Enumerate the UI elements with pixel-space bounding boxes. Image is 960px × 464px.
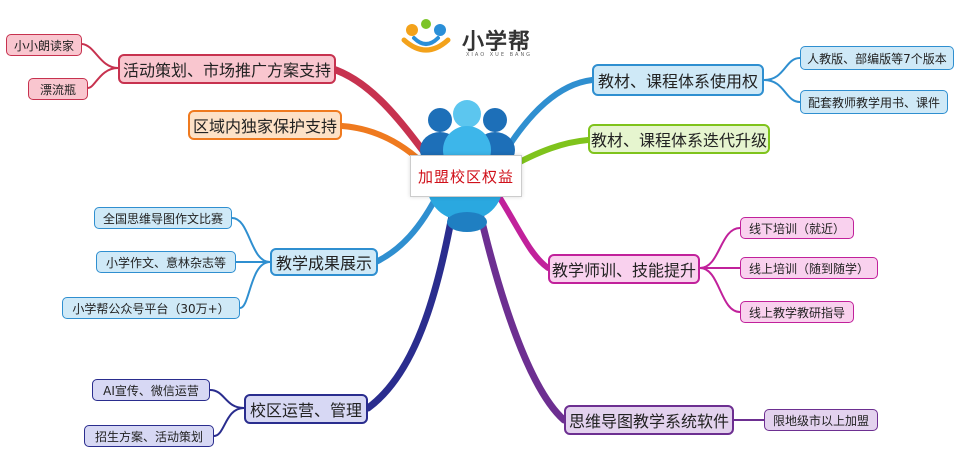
subline-achievement-1 bbox=[231, 217, 271, 263]
subline-operation-1 bbox=[209, 389, 245, 409]
branch-upgrade[interactable]: 教材、课程体系迭代升级 bbox=[588, 124, 770, 154]
branch-activity[interactable]: 活动策划、市场推广方案支持 bbox=[118, 54, 336, 84]
branch-protection[interactable]: 区域内独家保护支持 bbox=[188, 110, 342, 140]
branch-line-software bbox=[474, 201, 568, 424]
branch-software[interactable]: 思维导图教学系统软件 bbox=[564, 405, 734, 435]
subline-training-3 bbox=[699, 267, 741, 313]
leaf-achievement-3[interactable]: 小学帮公众号平台（30万+） bbox=[62, 297, 240, 319]
logo-name: 小学帮 bbox=[462, 30, 532, 55]
center-node[interactable]: 加盟校区权益 bbox=[410, 155, 522, 197]
leaf-training-3[interactable]: 线上教学教研指导 bbox=[740, 301, 854, 323]
branch-training[interactable]: 教学师训、技能提升 bbox=[548, 254, 700, 284]
leaf-software-1[interactable]: 限地级市以上加盟 bbox=[764, 409, 878, 431]
subline-activity-1 bbox=[81, 43, 119, 69]
leaf-activity-1[interactable]: 小小朗读家 bbox=[6, 34, 82, 56]
branch-textbook[interactable]: 教材、课程体系使用权 bbox=[592, 64, 764, 96]
leaf-training-1[interactable]: 线下培训（就近） bbox=[740, 217, 854, 239]
leaf-training-2[interactable]: 线上培训（随到随学） bbox=[740, 257, 878, 279]
branch-line-training bbox=[495, 192, 551, 271]
branch-line-operation bbox=[364, 196, 459, 412]
subline-activity-2 bbox=[87, 67, 119, 89]
branch-operation[interactable]: 校区运营、管理 bbox=[244, 394, 368, 424]
branch-achievement[interactable]: 教学成果展示 bbox=[270, 248, 378, 276]
leaf-operation-2[interactable]: 招生方案、活动策划 bbox=[84, 425, 214, 447]
subline-training-1 bbox=[699, 227, 741, 269]
leaf-activity-2[interactable]: 漂流瓶 bbox=[28, 78, 88, 100]
leaf-textbook-1[interactable]: 人教版、部编版等7个版本 bbox=[800, 46, 954, 70]
subline-operation-2 bbox=[213, 407, 245, 437]
leaf-achievement-1[interactable]: 全国思维导图作文比赛 bbox=[94, 207, 232, 229]
subline-achievement-3 bbox=[239, 261, 271, 309]
leaf-operation-1[interactable]: AI宣传、微信运营 bbox=[92, 379, 210, 401]
branch-line-activity bbox=[326, 64, 434, 164]
subline-textbook-1 bbox=[763, 57, 801, 81]
subline-textbook-2 bbox=[763, 79, 801, 103]
leaf-achievement-2[interactable]: 小学作文、意林杂志等 bbox=[96, 251, 236, 273]
logo-icon bbox=[401, 19, 451, 53]
leaf-textbook-2[interactable]: 配套教师教学用书、课件 bbox=[800, 90, 948, 114]
logo-subtitle: XIAO XUE BANG bbox=[466, 52, 533, 58]
branch-line-achievement bbox=[373, 187, 443, 265]
